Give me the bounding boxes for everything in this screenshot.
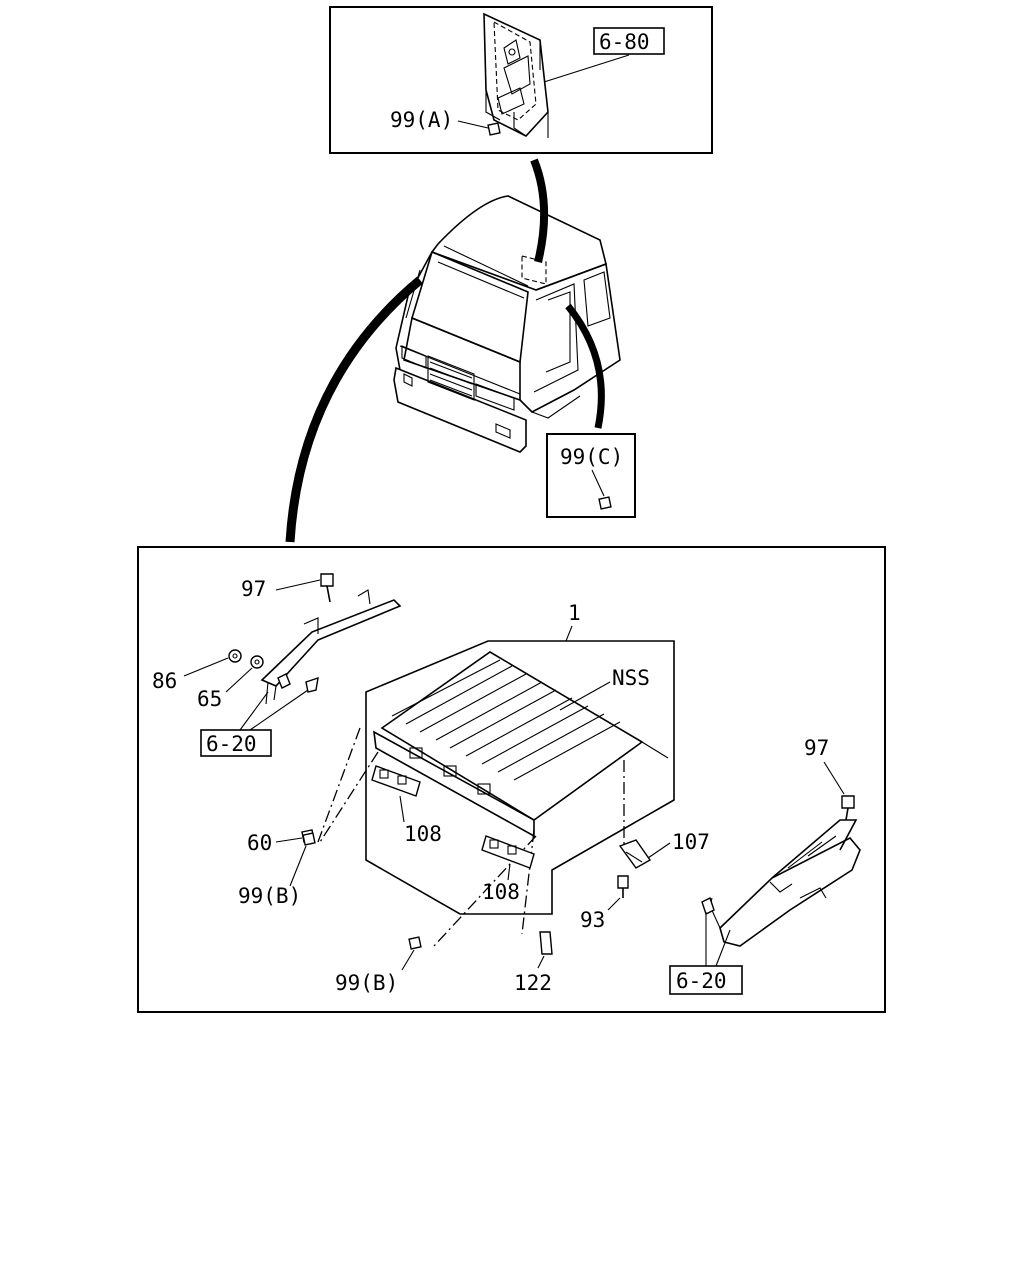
label-nss: NSS bbox=[612, 666, 650, 690]
label-99b-bottom: 99(B) bbox=[335, 971, 398, 995]
bolt-icon bbox=[320, 573, 334, 587]
clip-122-icon bbox=[539, 931, 553, 955]
bracket-107-icon bbox=[618, 839, 652, 869]
left-roof-rail-illustration bbox=[260, 589, 402, 705]
label-93: 93 bbox=[580, 908, 605, 932]
label-86: 86 bbox=[152, 669, 177, 693]
label-99a: 99(A) bbox=[390, 108, 453, 132]
roof-panel-illustration bbox=[373, 651, 669, 838]
square-nut-icon bbox=[302, 832, 316, 846]
square-nut-icon bbox=[487, 122, 501, 136]
washer-65-icon bbox=[250, 655, 264, 669]
label-99c: 99(C) bbox=[560, 445, 623, 469]
ref-6-20-right: 6-20 bbox=[676, 969, 727, 993]
truck-cab-illustration bbox=[393, 195, 621, 453]
bolt-icon bbox=[841, 795, 855, 809]
label-108-left: 108 bbox=[404, 822, 442, 846]
back-panel-illustration bbox=[483, 12, 549, 138]
connector-curve-left bbox=[285, 276, 423, 543]
label-97-left: 97 bbox=[241, 577, 266, 601]
detail-box-99c: 99(C) bbox=[546, 433, 636, 518]
square-nut-icon bbox=[408, 936, 422, 950]
connector-curve-right bbox=[565, 303, 605, 429]
square-nut-icon bbox=[598, 496, 612, 510]
bracket-108-left-icon bbox=[371, 765, 421, 797]
label-122: 122 bbox=[514, 971, 552, 995]
connector-curve-top bbox=[530, 158, 549, 263]
label-99b-left: 99(B) bbox=[238, 884, 301, 908]
ref-box-6-20-left bbox=[200, 729, 272, 757]
bracket-108-right-icon bbox=[481, 835, 535, 869]
label-108-right: 108 bbox=[482, 880, 520, 904]
roof-panel-outline bbox=[365, 640, 675, 915]
label-1: 1 bbox=[568, 601, 581, 625]
label-65: 65 bbox=[197, 687, 222, 711]
detail-box-main: 1 NSS bbox=[137, 546, 886, 1013]
bolt-93-icon bbox=[617, 875, 629, 889]
label-97-right: 97 bbox=[804, 736, 829, 760]
right-pillar-trim-illustration bbox=[701, 819, 861, 947]
label-107: 107 bbox=[672, 830, 710, 854]
ref-6-80: 6-80 bbox=[599, 30, 650, 54]
ref-box-6-80 bbox=[593, 27, 665, 55]
ref-6-20-left: 6-20 bbox=[206, 732, 257, 756]
label-60: 60 bbox=[247, 831, 272, 855]
detail-box-top: 6-80 99(A) bbox=[329, 6, 713, 154]
washer-86-icon bbox=[228, 649, 242, 663]
